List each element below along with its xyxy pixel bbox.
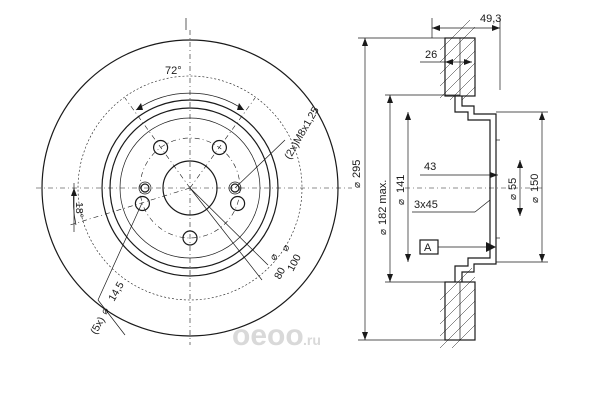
angle-72-arc [135,92,245,111]
watermark-domain: .ru [303,332,321,348]
dia-100-symbol: ⌀ [280,243,293,253]
bolt-hole [230,195,246,212]
chamfer-label: 3x45 [414,199,438,211]
dia-182-label: 182 max. [377,180,389,225]
dia-55-label: 55 [507,178,519,190]
width-49-label: 49,3 [480,13,501,25]
dia-150-label: 150 [529,174,541,192]
width-26-label: 26 [425,49,437,61]
watermark: oeoo .ru [232,319,321,352]
threaded-hole [140,183,150,193]
bolt-hole [134,195,150,212]
datum-a-label: A [424,242,432,254]
hat-profile [454,96,491,282]
dim-43-label: 43 [424,161,436,173]
dia-80-label: 80 [272,265,288,281]
dia-295-label: 295 [351,160,363,178]
threaded-hole [228,181,242,195]
thread-label: (2x)M8x1,25 [282,105,322,162]
dia-150-symbol: ⌀ [530,197,541,203]
angle-72-label: 72° [165,65,182,77]
dia-55-symbol: ⌀ [508,194,519,200]
bolt-hole [211,139,227,156]
dia-141-symbol: ⌀ [396,199,407,205]
bolt-hole [182,230,198,246]
side-view: ⌀ 295 ⌀ 182 max. ⌀ 141 49,3 26 [351,13,548,348]
angle-18-label: 18° [73,202,85,218]
threaded-hole [230,183,240,193]
dia-141-label: 141 [395,175,407,193]
bolt-hole [153,139,169,156]
dia-295-symbol: ⌀ [352,182,363,188]
watermark-brand: oeoo [232,319,304,352]
dia-80-symbol: ⌀ [268,252,281,262]
hole-dia-symbol: ⌀ [99,306,112,317]
dia-100-label: 100 [285,252,304,273]
dia-182-symbol: ⌀ [378,229,389,235]
hole-dia-label: 14,5 [106,280,127,304]
threaded-hole [138,181,152,195]
front-view: 72° (2x)M8x1,25 18° (5x) ⌀ 14,5 ⌀ 100 ⌀ … [36,18,352,345]
hole-count-label: (5x) [88,315,107,337]
